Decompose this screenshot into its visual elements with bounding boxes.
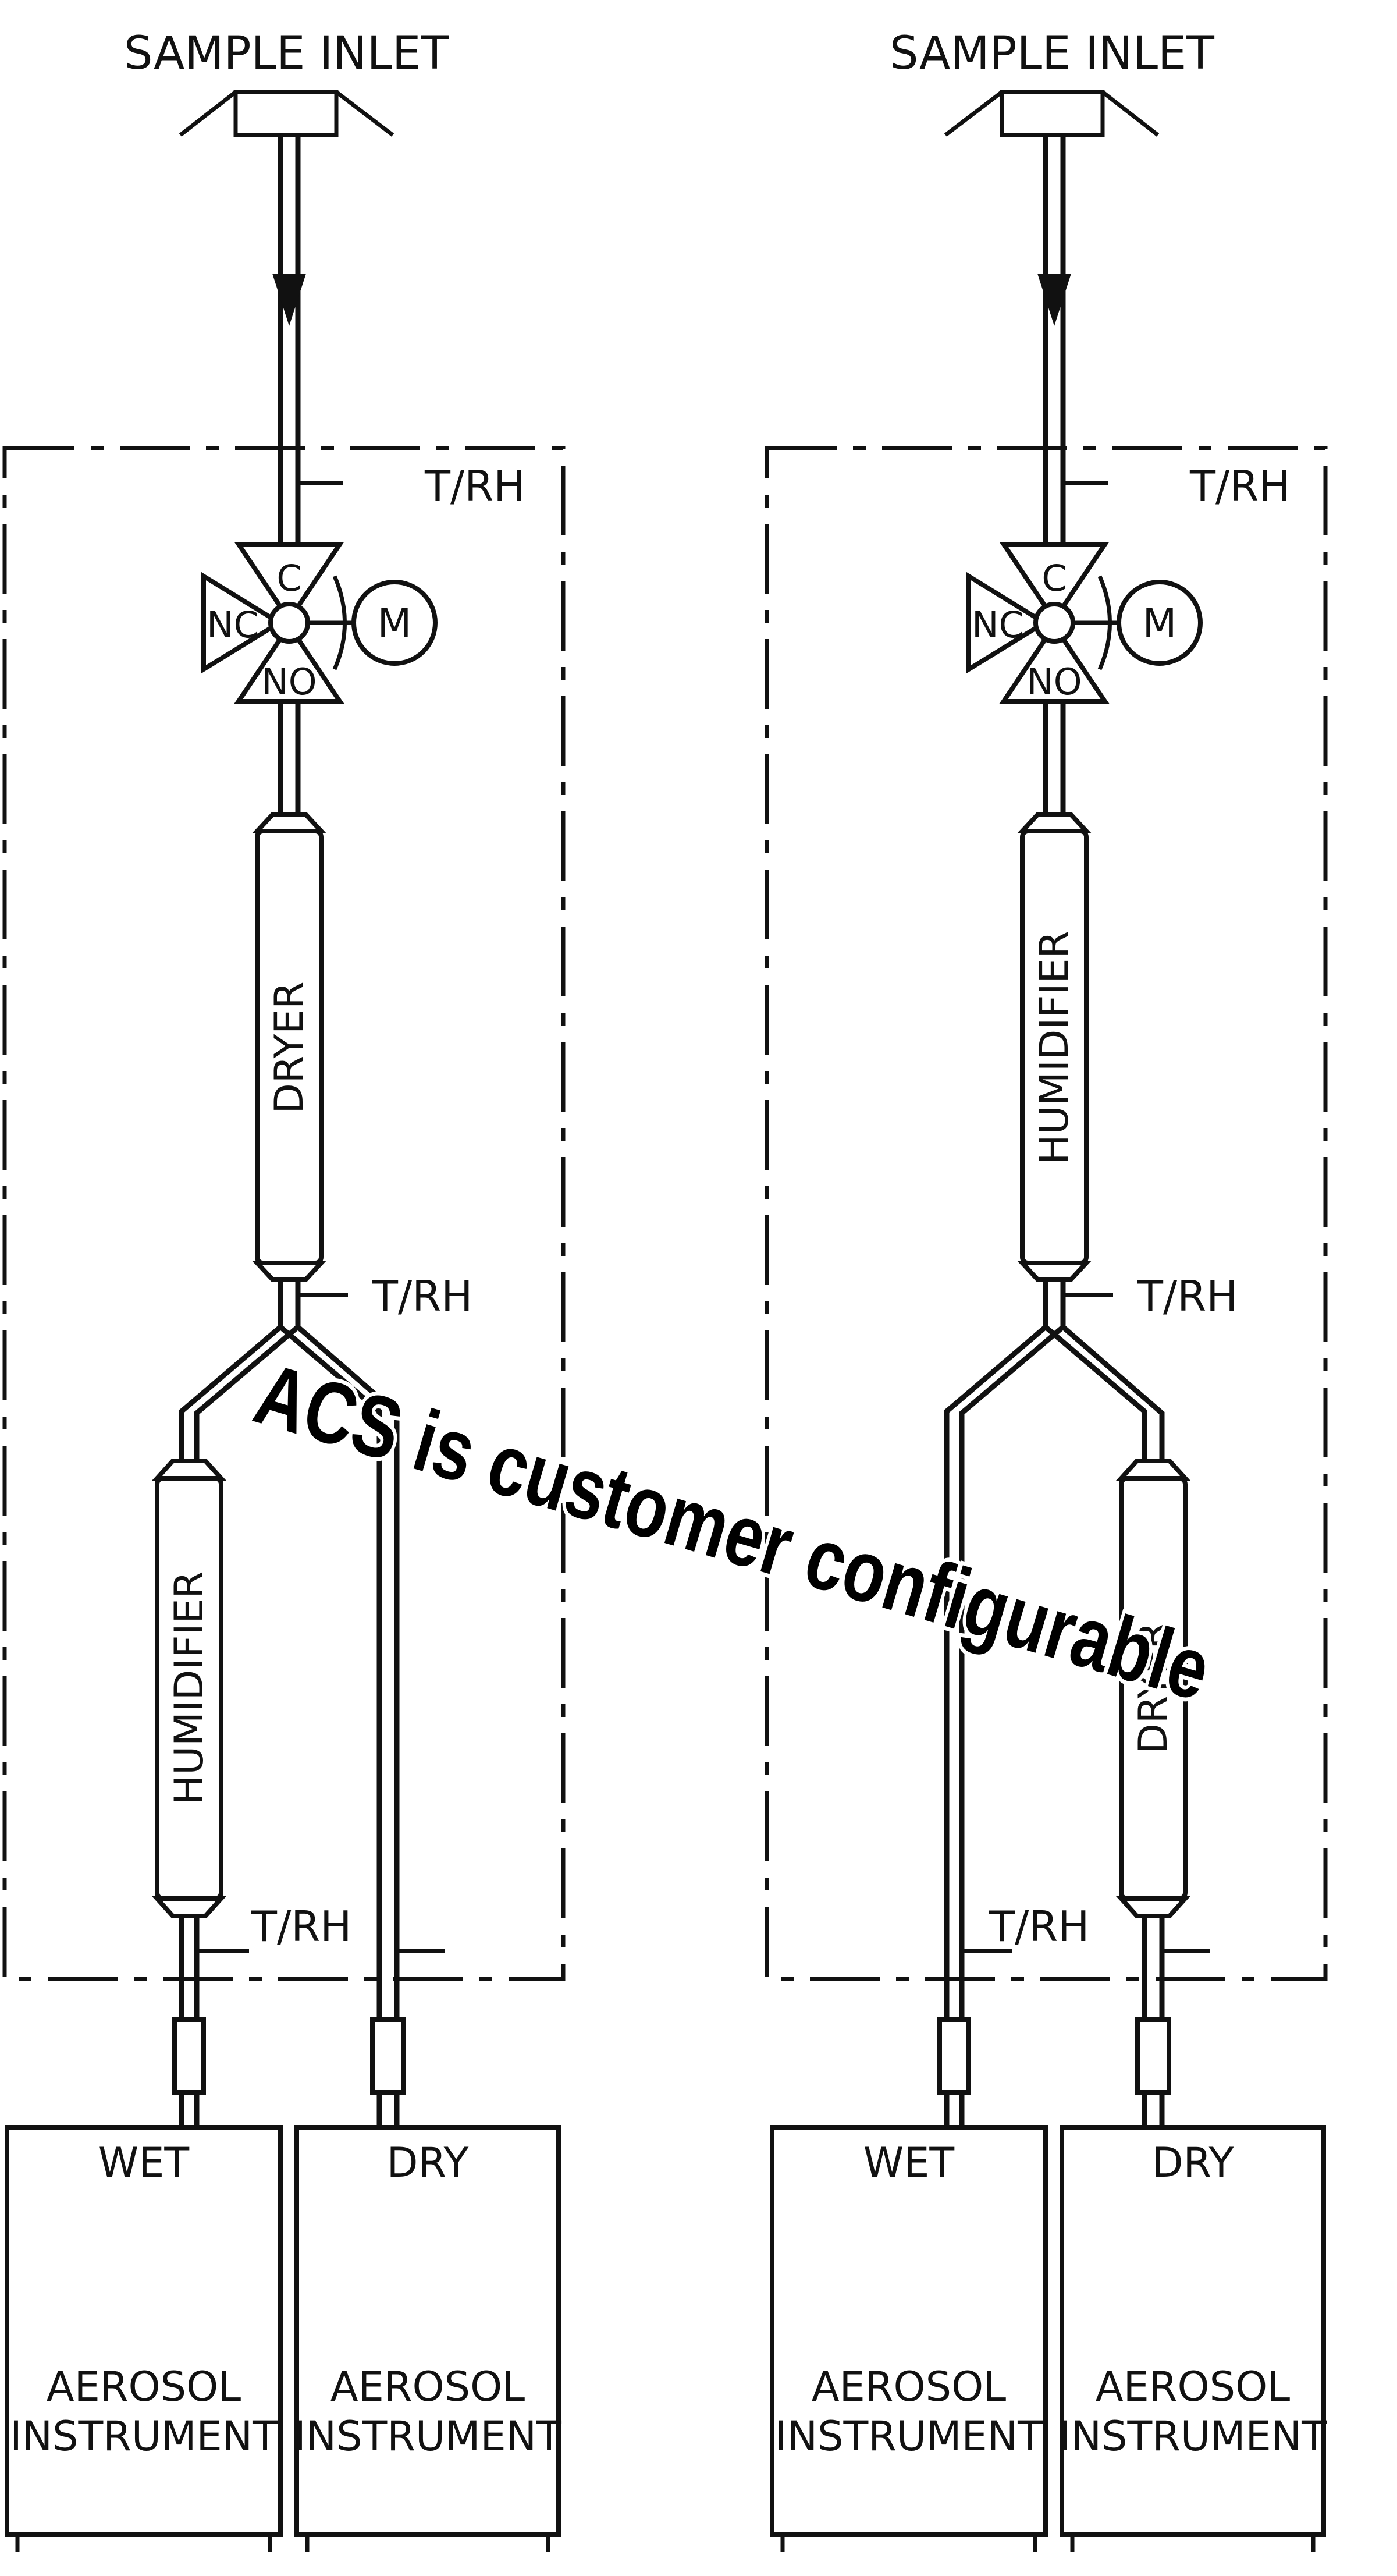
system-right: SAMPLE INLET T/RH C NC NO M	[765, 27, 1328, 2552]
motor-label: M	[1143, 601, 1177, 647]
filter-icon	[370, 2017, 406, 2095]
upper-conditioner-label: DRYER	[266, 981, 312, 1113]
wet-aerosol-instrument: WET AEROSOL INSTRUMENT	[770, 2125, 1048, 2552]
trh-sensor-label: T/RH	[424, 462, 525, 510]
instrument-name-line2: INSTRUMENT	[294, 2412, 561, 2460]
instrument-name-line2: INSTRUMENT	[775, 2412, 1043, 2460]
wet-aerosol-instrument: WET AEROSOL INSTRUMENT	[5, 2125, 283, 2552]
filter-icon	[172, 2017, 206, 2095]
motor-icon	[351, 580, 438, 666]
three-way-valve-icon	[201, 542, 438, 704]
valve-port-no-label: NO	[1026, 661, 1082, 703]
three-way-valve-icon	[966, 542, 1203, 704]
instrument-name-line1: AEROSOL	[812, 2363, 1006, 2411]
conditioner-enclosure	[2, 446, 566, 1981]
conditioner-enclosure	[765, 446, 1328, 1981]
dry-aerosol-instrument: DRY AEROSOL INSTRUMENT	[294, 2125, 561, 2552]
trh-sensor-label: T/RH	[372, 1272, 472, 1321]
instrument-name-line1: AEROSOL	[47, 2363, 241, 2411]
upper-conditioner-label: HUMIDIFIER	[1032, 931, 1078, 1164]
motor-icon	[1117, 580, 1203, 666]
flow-arrow-icon	[272, 274, 306, 326]
sample-inlet-label: SAMPLE INLET	[890, 27, 1214, 80]
sample-inlet-label: SAMPLE INLET	[124, 27, 449, 80]
trh-sensor-label: T/RH	[989, 1902, 1089, 1951]
sample-inlet-icon	[944, 90, 1160, 137]
dry-outlet-pipe	[1135, 1973, 1171, 2127]
filter-icon	[937, 2017, 971, 2095]
wet-outlet-pipe	[937, 1973, 971, 2127]
dry-outlet-pipe	[370, 1973, 406, 2127]
wet-outlet-pipe	[172, 1973, 206, 2127]
system-left: SAMPLE INLET T/RH C NC NO M	[2, 27, 566, 2552]
inlet-pipe	[272, 135, 306, 588]
dry-aerosol-instrument: DRY AEROSOL INSTRUMENT	[1059, 2125, 1327, 2552]
valve-port-c-label: C	[1041, 557, 1067, 599]
sample-inlet-icon	[179, 90, 394, 137]
inlet-pipe	[1037, 135, 1071, 588]
overlay-text: ACS is customer configurable	[245, 1344, 1221, 1719]
flow-splitter	[179, 1325, 400, 1973]
upper-conditioner-cylinder	[1016, 812, 1092, 1282]
valve-port-c-label: C	[276, 557, 301, 599]
instrument-name-line2: INSTRUMENT	[10, 2412, 278, 2460]
upper-conditioner-cylinder	[251, 812, 327, 1282]
overlay-text-group: ACS is customer configurable	[241, 1340, 1225, 1723]
trh-sensor-label: T/RH	[1189, 462, 1290, 510]
instrument-name-line2: INSTRUMENT	[1059, 2412, 1327, 2460]
instrument-condition-label: WET	[98, 2139, 189, 2187]
instrument-name-line1: AEROSOL	[1096, 2363, 1290, 2411]
valve-port-nc-label: NC	[207, 604, 259, 646]
lower-conditioner-cylinder	[1116, 1459, 1190, 1918]
instrument-condition-label: DRY	[387, 2139, 469, 2187]
trh-sensor-label: T/RH	[1137, 1272, 1238, 1321]
instrument-condition-label: WET	[863, 2139, 954, 2187]
instrument-name-line1: AEROSOL	[330, 2363, 525, 2411]
filter-icon	[1135, 2017, 1171, 2095]
lower-conditioner-label: HUMIDIFIER	[166, 1571, 212, 1804]
lower-conditioner-cylinder	[152, 1459, 226, 1918]
flow-arrow-icon	[1037, 274, 1071, 326]
instrument-condition-label: DRY	[1152, 2139, 1234, 2187]
flow-splitter	[944, 1325, 1165, 1973]
lower-conditioner-label: DRYER	[1131, 1621, 1176, 1754]
valve-port-nc-label: NC	[972, 604, 1024, 646]
trh-sensor-label: T/RH	[251, 1902, 351, 1951]
valve-port-no-label: NO	[261, 661, 317, 703]
motor-label: M	[378, 601, 412, 647]
